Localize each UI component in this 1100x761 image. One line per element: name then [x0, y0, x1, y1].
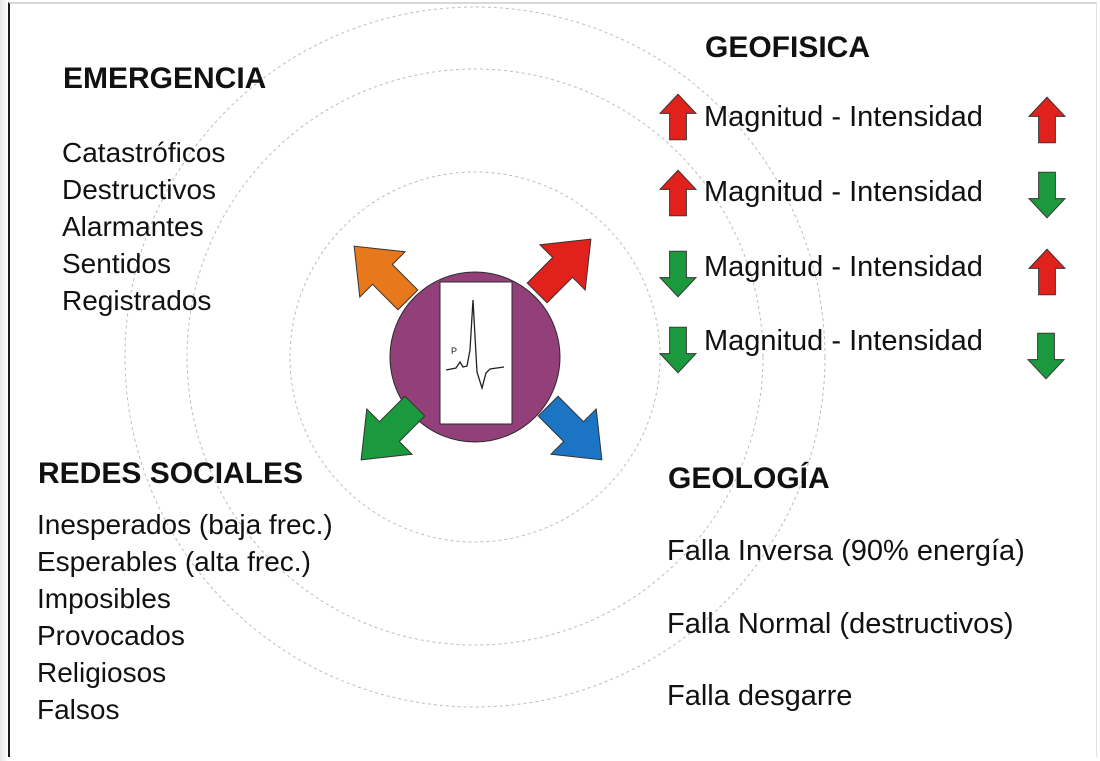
- concentric-rings: [124, 6, 826, 708]
- redes-sociales-item: Provocados: [37, 620, 185, 651]
- geofisica-row-label: Magnitud - Intensidad: [704, 325, 983, 357]
- emergencia-item: Sentidos: [62, 248, 171, 279]
- redes-sociales-heading: REDES SOCIALES: [38, 457, 304, 490]
- geologia-heading: GEOLOGÍA: [668, 462, 830, 495]
- redes-sociales-item: Inesperados (baja frec.): [37, 509, 333, 540]
- slide-frame: [8, 2, 1097, 757]
- redes-sociales-list: Inesperados (baja frec.) Esperables (alt…: [37, 506, 333, 728]
- center-emblem: P: [389, 271, 561, 443]
- geologia-item: Falla desgarre: [667, 680, 853, 712]
- geofisica-row-label: Magnitud - Intensidad: [704, 101, 983, 133]
- emergencia-item: Destructivos: [62, 174, 217, 205]
- geofisica-heading: GEOFISICA: [705, 31, 871, 64]
- row1-right-up-arrow-icon: [1028, 96, 1066, 144]
- row4-right-down-arrow-icon: [1027, 332, 1065, 380]
- geologia-item: Falla Inversa (90% energía): [667, 535, 1025, 567]
- page-edge-shadow: [0, 0, 8, 761]
- ring-outer: [124, 6, 826, 708]
- geofisica-row-label: Magnitud - Intensidad: [704, 251, 983, 283]
- geofisica-row-label: Magnitud - Intensidad: [704, 176, 983, 208]
- emergencia-list: Catastróficos Destructivos Alarmantes Se…: [62, 134, 225, 319]
- geologia-item: Falla Normal (destructivos): [667, 608, 1014, 640]
- seismogram-icon: [445, 299, 505, 391]
- row2-left-up-arrow-icon: [659, 169, 697, 217]
- redes-sociales-item: Religiosos: [37, 657, 167, 688]
- redes-sociales-item: Imposibles: [37, 583, 171, 614]
- emergencia-item: Alarmantes: [62, 211, 204, 242]
- emergencia-item: Registrados: [62, 285, 212, 316]
- row1-left-up-arrow-icon: [659, 93, 697, 141]
- emergencia-heading: EMERGENCIA: [63, 62, 267, 95]
- row3-right-up-arrow-icon: [1028, 248, 1066, 296]
- row4-left-down-arrow-icon: [659, 326, 697, 374]
- row2-right-down-arrow-icon: [1028, 171, 1066, 219]
- seismogram-p-label: P: [451, 346, 457, 356]
- ring-middle: [186, 68, 764, 646]
- emergencia-item: Catastróficos: [62, 137, 226, 168]
- redes-sociales-item: Esperables (alta frec.): [37, 546, 311, 577]
- ring-inner: [289, 171, 661, 543]
- row3-left-down-arrow-icon: [659, 250, 697, 298]
- redes-sociales-item: Falsos: [37, 694, 120, 725]
